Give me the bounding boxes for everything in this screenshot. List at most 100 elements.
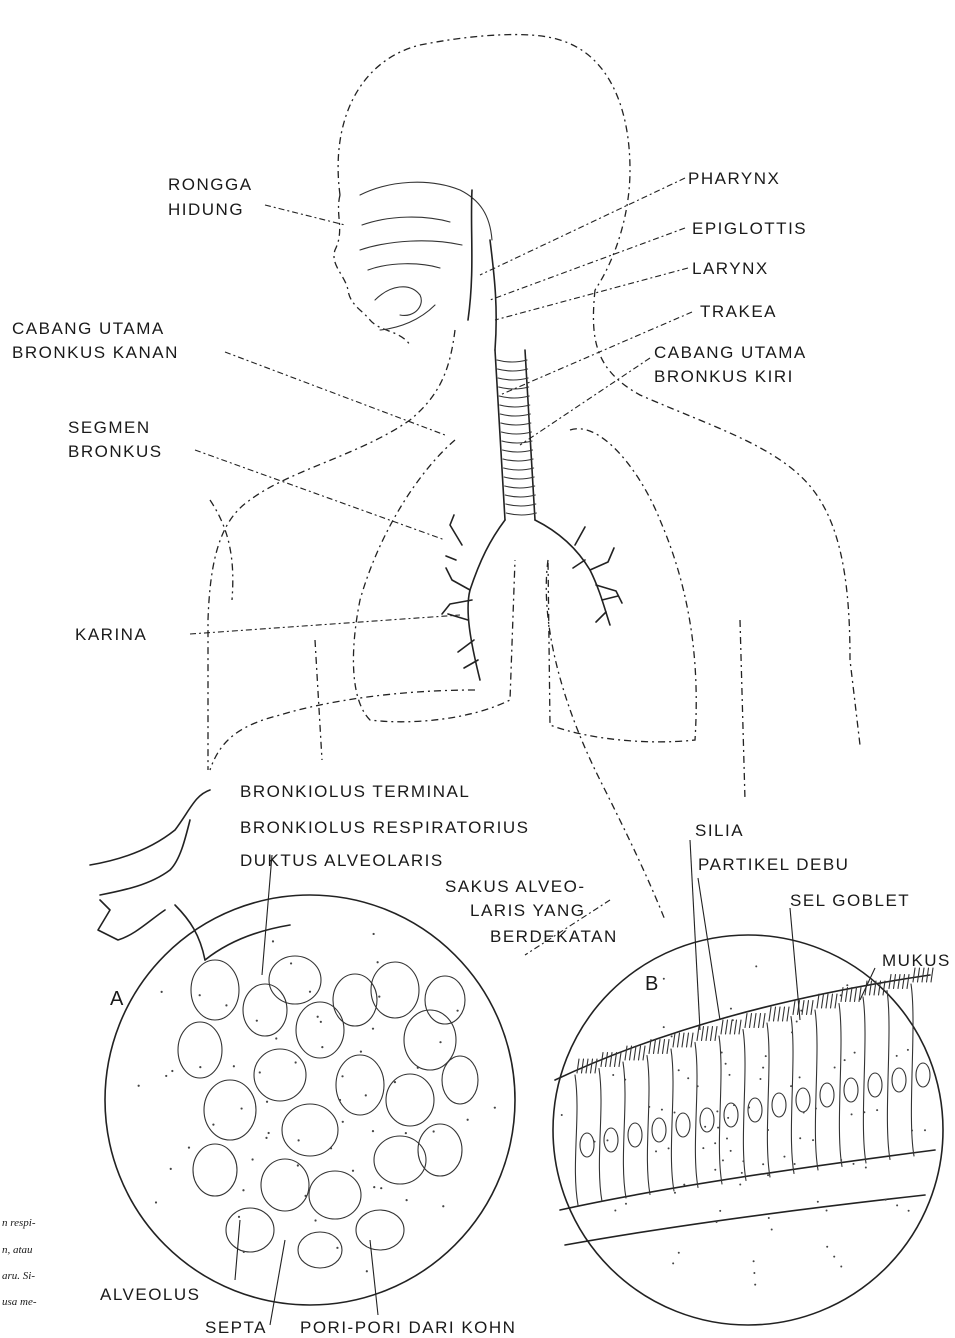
texture-dot: [265, 1137, 267, 1139]
texture-dot: [406, 1199, 408, 1201]
texture-dot: [242, 1189, 244, 1191]
texture-dot: [704, 1126, 706, 1128]
epithelial-cell-wall: [815, 1010, 818, 1170]
label-rongga-hidung-2: HIDUNG: [168, 200, 244, 219]
texture-dot: [394, 1081, 396, 1083]
label-karina: KARINA: [75, 625, 147, 644]
texture-dot: [161, 991, 163, 993]
epithelial-cell-wall: [647, 1056, 650, 1195]
texture-dot: [834, 1067, 836, 1069]
texture-dot: [433, 1130, 435, 1132]
texture-dot: [225, 1004, 227, 1006]
texture-dot: [373, 1186, 375, 1188]
cilium: [750, 1014, 752, 1028]
label-inset-a: A: [110, 988, 124, 1010]
texture-dot: [742, 1160, 744, 1162]
bronchiole: [590, 548, 614, 570]
texture-dot: [365, 1094, 367, 1096]
label-cabang-kanan-2: BRONKUS KANAN: [12, 343, 179, 362]
texture-dot: [716, 1110, 718, 1112]
texture-dot: [233, 1065, 235, 1067]
texture-dot: [762, 1067, 764, 1069]
texture-dot: [339, 1099, 341, 1101]
cell-nucleus: [916, 1063, 930, 1087]
texture-dot: [295, 1061, 297, 1063]
texture-dot: [606, 1139, 608, 1141]
texture-dot: [762, 1163, 764, 1165]
trachea-ring: [498, 378, 528, 380]
texture-dot: [417, 1067, 419, 1069]
cell-nucleus: [820, 1083, 834, 1107]
cell-nucleus: [796, 1088, 810, 1112]
alveolus-sac: [282, 1104, 338, 1156]
cilium: [822, 994, 824, 1008]
texture-dot: [721, 1052, 723, 1054]
texture-dot: [732, 1019, 734, 1021]
texture-dot: [380, 1187, 382, 1189]
bronchiole: [573, 560, 585, 568]
trachea-ring: [503, 450, 533, 452]
texture-dot: [672, 1262, 674, 1264]
trachea-ring: [499, 387, 529, 389]
texture-dot: [378, 996, 380, 998]
texture-dot: [456, 1010, 458, 1012]
texture-dot: [442, 1205, 444, 1207]
label-cabang-kiri-2: BRONKUS KIRI: [654, 367, 794, 386]
alveolus-sac: [418, 1124, 462, 1176]
texture-dot: [702, 1147, 704, 1149]
cell-nucleus: [652, 1118, 666, 1142]
texture-dot: [733, 1104, 735, 1106]
cilium: [726, 1020, 728, 1034]
texture-dot: [803, 1111, 805, 1113]
texture-dot: [341, 1075, 343, 1077]
texture-dot: [561, 1114, 563, 1116]
texture-dot: [321, 1046, 323, 1048]
texture-dot: [833, 1256, 835, 1258]
bronchiole: [575, 527, 585, 545]
cilium: [907, 975, 909, 989]
label-epiglottis: EPIGLOTTIS: [692, 219, 807, 238]
cilium: [850, 988, 852, 1002]
cell-nucleus: [724, 1103, 738, 1127]
trachea-ring: [499, 396, 529, 398]
texture-dot: [755, 965, 757, 967]
texture-dot: [853, 1163, 855, 1165]
bronchial-tree: [442, 515, 622, 680]
cilium: [759, 1014, 761, 1028]
caption-line-1: n respi-: [2, 1217, 36, 1229]
cell-nucleus: [772, 1093, 786, 1117]
cilium: [870, 981, 872, 995]
texture-dot: [714, 1169, 716, 1171]
texture-dot: [372, 1028, 374, 1030]
label-bronkiolus-terminal: BRONKIOLUS TERMINAL: [240, 782, 470, 801]
epithelial-cell-wall: [599, 1069, 602, 1202]
texture-dot: [372, 1130, 374, 1132]
texture-dot: [722, 1159, 724, 1161]
texture-dot: [716, 1221, 718, 1223]
caption-line-4: usa me-: [2, 1296, 37, 1308]
label-trakea: TRAKEA: [700, 302, 777, 321]
trachea-ring: [502, 441, 532, 443]
pointer-to-inset-b: [546, 560, 665, 920]
alveolus-sac: [191, 960, 239, 1020]
texture-dot: [373, 933, 375, 935]
texture-dot: [907, 1049, 909, 1051]
epithelial-cell-wall: [719, 1036, 722, 1184]
cilium: [802, 1001, 804, 1015]
texture-dot: [741, 1172, 743, 1174]
texture-dot: [317, 1016, 319, 1018]
cilium: [898, 975, 900, 989]
epithelial-cell-wall: [863, 997, 866, 1163]
alveolus-sac: [296, 1002, 344, 1058]
bronchiole: [596, 612, 606, 622]
texture-dot: [336, 1247, 338, 1249]
cilium: [634, 1046, 636, 1060]
label-sel-goblet: SEL GOBLET: [790, 891, 910, 910]
texture-dot: [851, 1113, 853, 1115]
cilium: [673, 1033, 675, 1047]
texture-dot: [268, 1132, 270, 1134]
bronchiole: [602, 596, 618, 600]
texture-dot: [678, 1252, 680, 1254]
texture-dot: [840, 994, 842, 996]
texture-dot: [625, 1203, 627, 1205]
